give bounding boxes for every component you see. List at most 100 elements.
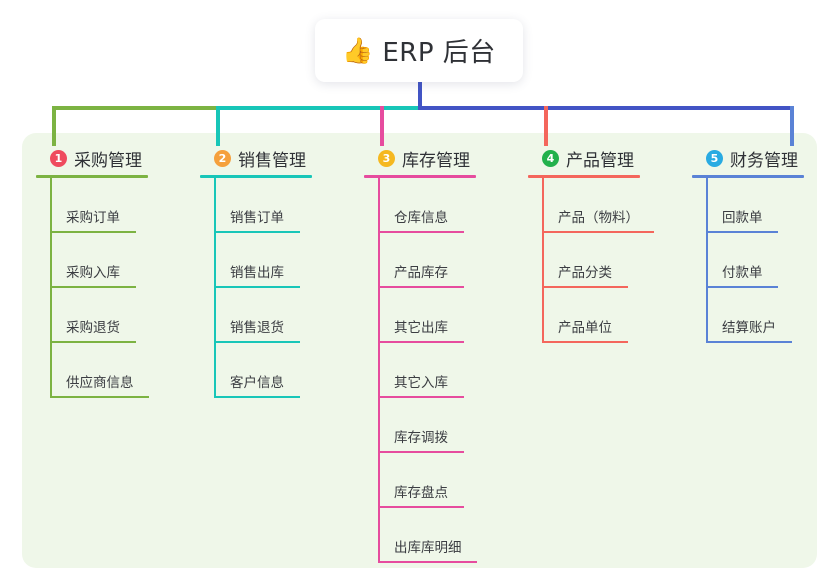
leaf-item[interactable]: 销售退货 (200, 288, 350, 343)
leaf-item[interactable]: 库存盘点 (364, 453, 514, 508)
leaf-item-rule (50, 286, 136, 288)
leaf-item-label: 产品库存 (394, 265, 448, 281)
bus-segment (418, 106, 544, 110)
leaf-item[interactable]: 产品分类 (528, 233, 678, 288)
leaf-item-rule (706, 231, 778, 233)
branch-spine (542, 178, 544, 343)
branch-item-list: 采购订单采购入库采购退货供应商信息 (36, 178, 186, 398)
leaf-item[interactable]: 采购入库 (36, 233, 186, 288)
leaf-item-rule (214, 396, 300, 398)
leaf-item-label: 其它入库 (394, 375, 448, 391)
thumbs-up-icon: 👍 (342, 36, 374, 65)
leaf-item-rule (542, 286, 628, 288)
leaf-item-rule (542, 341, 628, 343)
branch-title: 库存管理 (402, 150, 470, 171)
leaf-item-rule (378, 341, 464, 343)
leaf-item-label: 出库库明细 (394, 540, 462, 556)
branch-drop-connector (544, 106, 548, 146)
root-node[interactable]: 👍 ERP 后台 (315, 19, 523, 82)
leaf-item[interactable]: 供应商信息 (36, 343, 186, 398)
branch-spine (378, 178, 380, 563)
root-node-label: ERP 后台 (382, 38, 496, 68)
branch-drop-connector (380, 106, 384, 146)
leaf-item-rule (214, 231, 300, 233)
branch-drop-connector (216, 106, 220, 146)
branch-item-list: 产品（物料） 产品分类产品单位 (528, 178, 678, 343)
branch-spine (706, 178, 708, 343)
leaf-item-label: 销售出库 (230, 265, 284, 281)
leaf-item-label: 仓库信息 (394, 210, 448, 226)
leaf-item-rule (706, 341, 792, 343)
branch-item-list: 回款单付款单结算账户 (692, 178, 839, 343)
leaf-item[interactable]: 产品单位 (528, 288, 678, 343)
leaf-item-label: 库存调拨 (394, 430, 448, 446)
leaf-item-label: 结算账户 (722, 320, 776, 336)
branch-column-5: 5 财务管理回款单付款单结算账户 (692, 146, 839, 343)
leaf-item[interactable]: 销售出库 (200, 233, 350, 288)
leaf-item-label: 销售订单 (230, 210, 284, 226)
branch-number-badge: 4 (542, 149, 559, 167)
leaf-item[interactable]: 库存调拨 (364, 398, 514, 453)
branch-spine (50, 178, 52, 398)
branch-title-rule (36, 175, 148, 178)
branch-title: 财务管理 (730, 150, 798, 171)
leaf-item-label: 回款单 (722, 210, 763, 226)
branch-title-rule (200, 175, 312, 178)
leaf-item-label: 客户信息 (230, 375, 284, 391)
leaf-item[interactable]: 其它出库 (364, 288, 514, 343)
branch-column-1: 1 采购管理采购订单采购入库采购退货供应商信息 (36, 146, 186, 398)
leaf-item[interactable]: 产品库存 (364, 233, 514, 288)
leaf-item[interactable]: 仓库信息 (364, 178, 514, 233)
branch-number-badge: 5 (706, 149, 723, 167)
leaf-item-label: 采购入库 (66, 265, 120, 281)
leaf-item-rule (214, 341, 300, 343)
leaf-item-rule (542, 231, 654, 233)
leaf-item[interactable]: 付款单 (692, 233, 839, 288)
leaf-item-rule (378, 561, 477, 563)
bus-segment (216, 106, 418, 110)
diagram-background-panel (22, 133, 817, 568)
branch-title-rule (528, 175, 640, 178)
leaf-item-label: 供应商信息 (66, 375, 134, 391)
leaf-item-label: 库存盘点 (394, 485, 448, 501)
branch-title: 销售管理 (238, 150, 306, 171)
leaf-item[interactable]: 销售订单 (200, 178, 350, 233)
bus-segment (544, 106, 790, 110)
leaf-item[interactable]: 其它入库 (364, 343, 514, 398)
branch-title: 采购管理 (74, 150, 142, 171)
leaf-item-rule (50, 231, 136, 233)
branch-number-badge: 1 (50, 149, 67, 167)
leaf-item-rule (50, 396, 149, 398)
leaf-item[interactable]: 客户信息 (200, 343, 350, 398)
branch-header[interactable]: 1 采购管理 (36, 146, 186, 171)
leaf-item-rule (378, 451, 464, 453)
leaf-item-rule (378, 286, 464, 288)
leaf-item-label: 产品（物料） (558, 210, 639, 226)
branch-drop-connector (790, 106, 794, 146)
root-trunk-connector (418, 80, 422, 108)
leaf-item-rule (50, 341, 136, 343)
leaf-item[interactable]: 采购订单 (36, 178, 186, 233)
leaf-item[interactable]: 出库库明细 (364, 508, 514, 563)
leaf-item-label: 销售退货 (230, 320, 284, 336)
leaf-item[interactable]: 结算账户 (692, 288, 839, 343)
leaf-item[interactable]: 回款单 (692, 178, 839, 233)
leaf-item[interactable]: 产品（物料） (528, 178, 678, 233)
branch-item-list: 仓库信息产品库存其它出库其它入库库存调拨库存盘点出库库明细 (364, 178, 514, 563)
branch-title-rule (364, 175, 476, 178)
branch-number-badge: 2 (214, 149, 231, 167)
leaf-item[interactable]: 采购退货 (36, 288, 186, 343)
branch-drop-connector (52, 106, 56, 146)
branch-spine (214, 178, 216, 398)
leaf-item-label: 采购退货 (66, 320, 120, 336)
branch-column-2: 2 销售管理销售订单销售出库销售退货客户信息 (200, 146, 350, 398)
branch-item-list: 销售订单销售出库销售退货客户信息 (200, 178, 350, 398)
branch-header[interactable]: 5 财务管理 (692, 146, 839, 171)
leaf-item-rule (378, 231, 464, 233)
branch-header[interactable]: 2 销售管理 (200, 146, 350, 171)
